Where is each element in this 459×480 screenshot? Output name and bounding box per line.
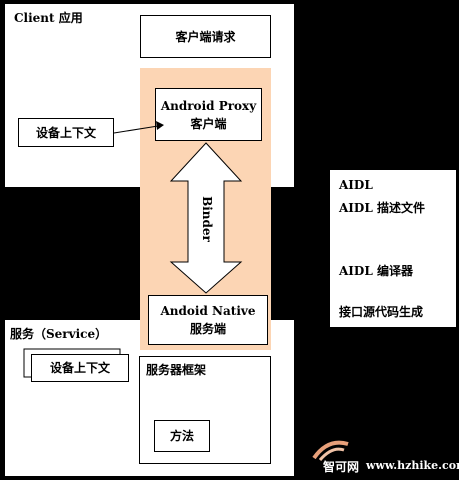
context-to-proxy-arrow bbox=[113, 125, 159, 134]
binder-label: Binder bbox=[200, 196, 214, 242]
aidl-line-2: AIDL 描述文件 bbox=[339, 201, 425, 215]
watermark-url: www.hzhike.com bbox=[366, 459, 459, 472]
client-request-box: 客户端请求 bbox=[140, 15, 271, 58]
method-box: 方法 bbox=[154, 420, 210, 452]
aidl-line-4: 接口源代码生成 bbox=[339, 305, 424, 319]
client-context-label: 设备上下文 bbox=[35, 125, 96, 140]
android-native-box: Andoid Native 服务端 bbox=[148, 295, 268, 345]
client-request-label: 客户端请求 bbox=[175, 29, 236, 44]
watermark-brand: 智可网 bbox=[323, 460, 360, 474]
client-context-box: 设备上下文 bbox=[18, 118, 114, 147]
server-framework-title: 服务器框架 bbox=[146, 363, 207, 377]
aidl-line-3: AIDL 编译器 bbox=[339, 264, 413, 278]
android-proxy-sublabel: 客户端 bbox=[190, 116, 227, 131]
method-label: 方法 bbox=[169, 429, 194, 443]
watermark-swoosh-icon bbox=[312, 440, 349, 461]
aidl-line-1: AIDL bbox=[339, 178, 373, 192]
service-context-box: 设备上下文 bbox=[31, 354, 129, 382]
context-to-proxy-arrowhead bbox=[156, 121, 164, 130]
client-title: Client 应用 bbox=[14, 11, 83, 25]
watermark-logo bbox=[310, 436, 352, 464]
android-proxy-label: Android Proxy bbox=[160, 98, 257, 113]
android-native-sublabel: 服务端 bbox=[189, 322, 226, 336]
service-title: 服务（Service） bbox=[10, 327, 108, 341]
android-native-label: Andoid Native bbox=[160, 304, 256, 318]
binder-double-arrow bbox=[169, 142, 243, 294]
aidl-panel bbox=[330, 170, 456, 327]
android-proxy-box: Android Proxy 客户端 bbox=[155, 88, 262, 141]
service-context-label: 设备上下文 bbox=[49, 361, 110, 375]
